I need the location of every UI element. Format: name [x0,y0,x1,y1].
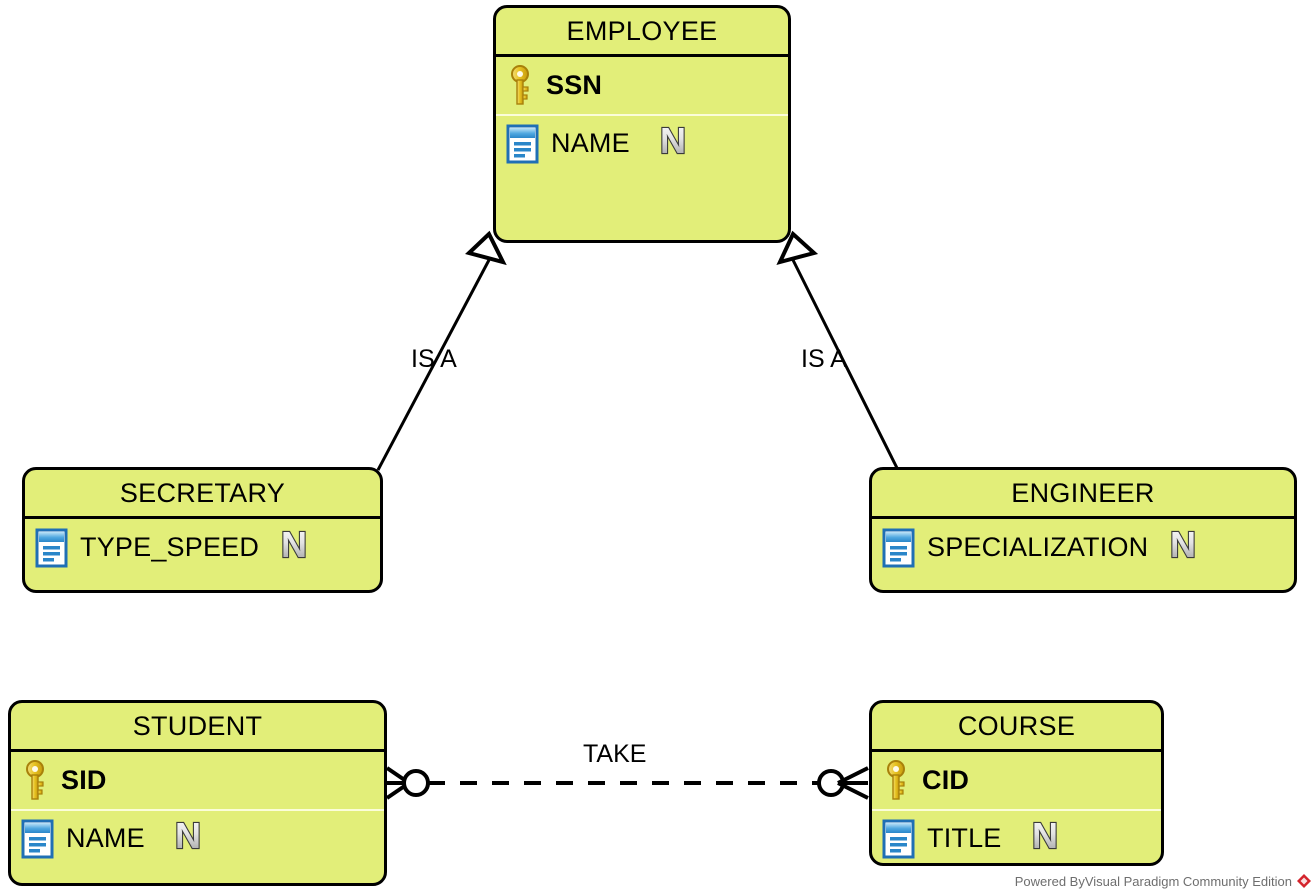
connector-student-take-course[interactable] [385,766,869,800]
attribute-name-type-speed: TYPE_SPEED [80,532,260,562]
entity-student[interactable]: STUDENT SID [8,700,387,886]
column-icon [882,528,915,568]
attribute-row-type-speed[interactable]: TYPE_SPEED N [25,519,380,576]
nullable-icon: N [167,814,209,862]
attribute-name-sid: SID [61,765,107,795]
entity-title-student: STUDENT [11,703,384,752]
svg-text:N: N [660,120,686,161]
connector-secretary-isa-employee[interactable] [376,230,507,471]
attribute-row-name[interactable]: NAME N [496,114,788,171]
attribute-row-sid[interactable]: SID [11,752,384,809]
entity-engineer[interactable]: ENGINEER SPECIALIZATION N [869,467,1297,593]
entity-secretary[interactable]: SECRETARY TYPE_SPEED N [22,467,383,593]
attribute-name-name: NAME [551,128,630,158]
nullable-icon: N [1162,523,1204,571]
attribute-name-ssn: SSN [546,70,603,100]
nullable-icon: N [273,523,315,571]
attribute-name-name: NAME [66,823,145,853]
attribute-list-student: SID NAME N [11,752,384,866]
attribute-row-title[interactable]: TITLE N [872,809,1161,863]
attribute-list-course: CID TITLE N [872,752,1161,863]
svg-text:N: N [1032,815,1058,856]
svg-text:N: N [1170,524,1196,565]
attribute-name-cid: CID [922,765,970,795]
watermark: Powered ByVisual Paradigm Community Edit… [1015,873,1312,889]
attribute-list-secretary: TYPE_SPEED N [25,519,380,576]
entity-title-course: COURSE [872,703,1161,752]
attribute-name-title: TITLE [927,823,1002,853]
attribute-row-specialization[interactable]: SPECIALIZATION N [872,519,1294,576]
key-icon [506,64,534,107]
edge-label-secretary-isa[interactable]: IS A [411,345,457,373]
nullable-icon: N [652,119,694,167]
key-icon [882,759,910,802]
crows-foot-left [385,766,430,800]
column-icon [35,528,68,568]
attribute-row-ssn[interactable]: SSN [496,57,788,114]
entity-employee[interactable]: EMPLOYEE SSN [493,5,791,243]
column-icon [506,124,539,164]
entity-title-employee: EMPLOYEE [496,8,788,57]
crows-foot-right [817,766,869,800]
entity-title-engineer: ENGINEER [872,470,1294,519]
attribute-list-employee: SSN NAME N [496,57,788,171]
attribute-row-name[interactable]: NAME N [11,809,384,866]
column-icon [21,819,54,859]
entity-title-secretary: SECRETARY [25,470,380,519]
svg-text:N: N [175,815,201,856]
watermark-text: Powered ByVisual Paradigm Community Edit… [1014,873,1292,889]
nullable-icon: N [1024,814,1066,862]
attribute-list-engineer: SPECIALIZATION N [872,519,1294,576]
key-icon [21,759,49,802]
attribute-name-specialization: SPECIALIZATION [927,532,1149,562]
connector-engineer-isa-employee[interactable] [776,230,900,471]
entity-course[interactable]: COURSE CID [869,700,1164,866]
edge-label-engineer-isa[interactable]: IS A [801,345,847,373]
column-icon [882,819,915,859]
svg-text:N: N [281,524,307,565]
attribute-row-cid[interactable]: CID [872,752,1161,809]
visual-paradigm-logo-icon [1296,873,1312,889]
edge-label-student-take-course[interactable]: TAKE [583,740,647,768]
